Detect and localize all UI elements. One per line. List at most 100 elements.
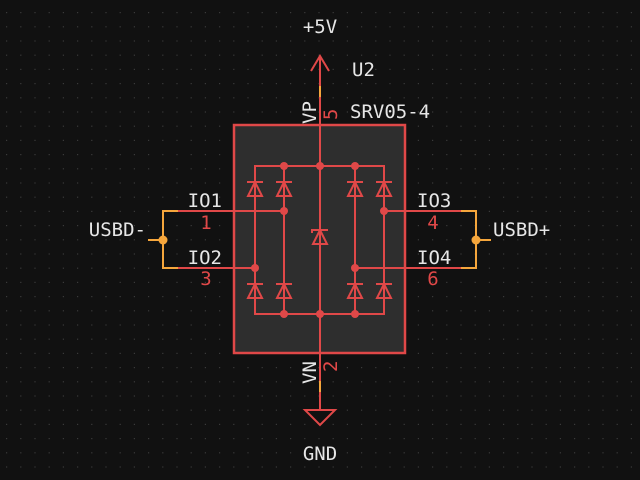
grid-dot xyxy=(275,367,277,369)
grid-dot xyxy=(346,12,348,14)
grid-dot xyxy=(545,111,547,113)
grid-dot xyxy=(545,68,547,70)
grid-dot xyxy=(432,296,434,298)
power-5v-symbol[interactable]: +5V xyxy=(303,16,337,125)
grid-dot xyxy=(6,196,8,198)
grid-dot xyxy=(346,26,348,28)
grid-dot xyxy=(233,83,235,85)
grid-dot xyxy=(190,324,192,326)
grid-dot xyxy=(545,168,547,170)
grid-dot xyxy=(77,267,79,269)
grid-dot xyxy=(559,423,561,425)
pin-name-vp: VP xyxy=(299,101,321,124)
grid-dot xyxy=(545,296,547,298)
grid-dot xyxy=(432,438,434,440)
grid-dot xyxy=(488,83,490,85)
grid-dot xyxy=(204,452,206,454)
grid-dot xyxy=(545,267,547,269)
component-u2-body[interactable] xyxy=(232,123,407,355)
grid-dot xyxy=(275,452,277,454)
grid-dot xyxy=(531,381,533,383)
net-label-usbd-minus[interactable]: USBD- xyxy=(89,219,146,241)
grid-dot xyxy=(417,423,419,425)
grid-dot xyxy=(361,423,363,425)
grid-dot xyxy=(559,338,561,340)
component-value[interactable]: SRV05-4 xyxy=(350,101,430,123)
grid-dot xyxy=(119,367,121,369)
grid-dot xyxy=(460,139,462,141)
grid-dot xyxy=(460,352,462,354)
grid-dot xyxy=(346,466,348,468)
grid-dot xyxy=(20,68,22,70)
grid-dot xyxy=(91,97,93,99)
grid-dot xyxy=(233,381,235,383)
grid-dot xyxy=(6,40,8,42)
grid-dot xyxy=(375,68,377,70)
grid-dot xyxy=(346,68,348,70)
grid-dot xyxy=(432,68,434,70)
grid-dot xyxy=(62,97,64,99)
grid-dot xyxy=(219,310,221,312)
grid-dot xyxy=(616,154,618,156)
grid-dot xyxy=(517,310,519,312)
grid-dot xyxy=(48,182,50,184)
grid-dot xyxy=(332,395,334,397)
grid-dot xyxy=(290,409,292,411)
grid-dot xyxy=(275,466,277,468)
grid-dot xyxy=(332,54,334,56)
grid-dot xyxy=(247,111,249,113)
grid-dot xyxy=(545,324,547,326)
grid-dot xyxy=(133,381,135,383)
grid-dot xyxy=(34,111,36,113)
component-reference[interactable]: U2 xyxy=(352,59,375,81)
power-gnd-symbol[interactable]: GND xyxy=(302,353,338,465)
grid-dot xyxy=(34,466,36,468)
grid-dot xyxy=(446,68,448,70)
grid-dot xyxy=(417,352,419,354)
grid-dot xyxy=(176,338,178,340)
grid-dot xyxy=(290,97,292,99)
grid-dot xyxy=(119,296,121,298)
grid-dot xyxy=(474,97,476,99)
grid-dot xyxy=(91,26,93,28)
grid-dot xyxy=(148,281,150,283)
grid-dot xyxy=(375,395,377,397)
grid-dot xyxy=(119,168,121,170)
grid-dot xyxy=(62,40,64,42)
grid-dot xyxy=(460,324,462,326)
io-pin-lines xyxy=(178,210,461,269)
grid-dot xyxy=(432,225,434,227)
grid-dot xyxy=(133,182,135,184)
grid-dot xyxy=(503,139,505,141)
grid-dot xyxy=(233,395,235,397)
grid-dot xyxy=(148,97,150,99)
grid-dot xyxy=(446,139,448,141)
grid-dot xyxy=(389,423,391,425)
grid-dot xyxy=(545,154,547,156)
grid-dot xyxy=(133,40,135,42)
grid-dot xyxy=(219,438,221,440)
grid-dot xyxy=(133,281,135,283)
grid-dot xyxy=(48,395,50,397)
grid-dot xyxy=(190,125,192,127)
grid-dot xyxy=(119,395,121,397)
grid-dot xyxy=(574,281,576,283)
grid-dot xyxy=(105,324,107,326)
grid-dot xyxy=(616,452,618,454)
grid-dot xyxy=(332,367,334,369)
grid-dot xyxy=(602,225,604,227)
grid-dot xyxy=(446,111,448,113)
grid-dot xyxy=(148,338,150,340)
net-label-usbd-plus[interactable]: USBD+ xyxy=(493,219,550,241)
grid-dot xyxy=(219,182,221,184)
grid-dot xyxy=(559,438,561,440)
grid-dot xyxy=(204,26,206,28)
wire-usbd-minus[interactable] xyxy=(148,210,178,269)
grid-dot xyxy=(119,54,121,56)
grid-dot xyxy=(545,409,547,411)
wire-usbd-plus[interactable] xyxy=(461,210,491,269)
grid-dot xyxy=(162,367,164,369)
grid-dot xyxy=(559,83,561,85)
grid-dot xyxy=(432,253,434,255)
